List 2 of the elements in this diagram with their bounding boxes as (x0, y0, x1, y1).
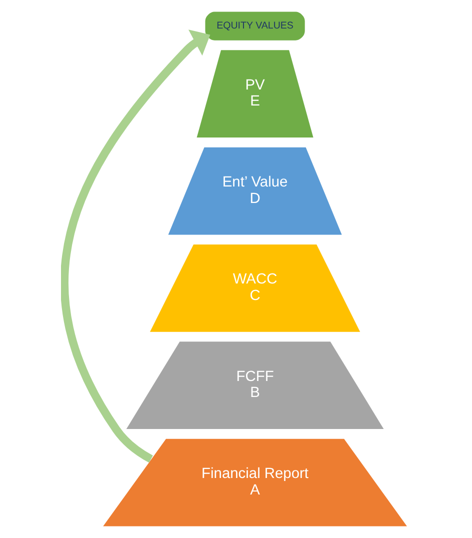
arrow (61, 30, 210, 463)
node-box: EQUITY VALUES (204, 10, 306, 42)
